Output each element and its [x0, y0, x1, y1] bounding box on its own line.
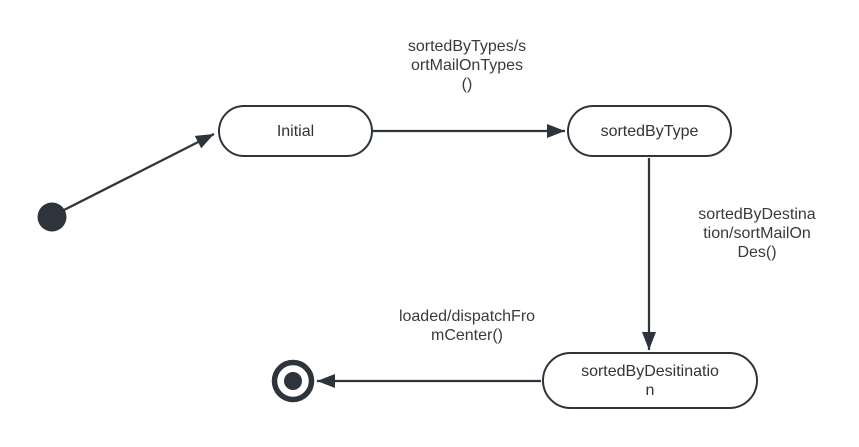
transition-arrow-start-to-initial [63, 132, 215, 212]
state-initial: Initial [218, 105, 373, 157]
state-sortedbydesitination: sortedByDesitinatio n [542, 352, 758, 409]
transition-label-sortedbytype-to-sortedbydesitination: sortedByDestina tion/sortMailOn Des() [698, 206, 816, 261]
final-state-icon [271, 359, 315, 403]
transition-label-sortedbydesitination-to-final: loaded/dispatchFro mCenter() [398, 308, 536, 344]
state-label: Initial [276, 122, 315, 140]
transition-label-initial-to-sortedbytype: sortedByTypes/s ortMailOnTypes () [407, 38, 527, 93]
state-label: sortedByDesitinatio n [581, 362, 719, 399]
state-sortedbytype: sortedByType [567, 105, 732, 157]
initial-state-icon [37, 202, 67, 232]
state-label: sortedByType [600, 122, 699, 140]
